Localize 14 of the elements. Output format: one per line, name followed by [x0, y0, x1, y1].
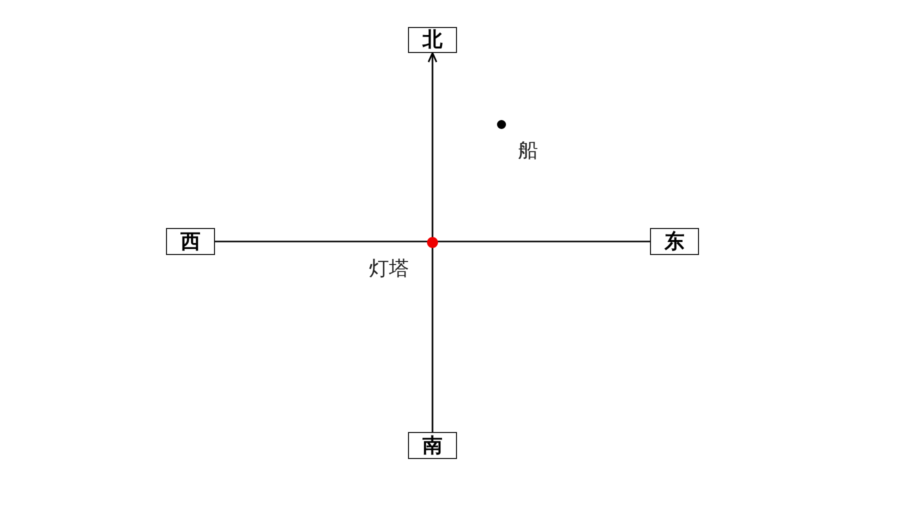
direction-box [408, 27, 457, 53]
location-dot [496, 120, 506, 128]
direction-box [650, 228, 699, 255]
place-label: 灯塔 [369, 257, 409, 281]
location-dot [427, 237, 438, 248]
connector-line [215, 240, 650, 242]
direction-label: 东 [664, 230, 684, 252]
arrow [428, 52, 438, 432]
direction-label: 西 [180, 230, 200, 252]
direction-box [408, 432, 457, 459]
direction-label: 北 [422, 29, 442, 51]
place-label: 船 [518, 139, 538, 163]
direction-label: 南 [422, 434, 442, 456]
direction-box [166, 228, 215, 255]
